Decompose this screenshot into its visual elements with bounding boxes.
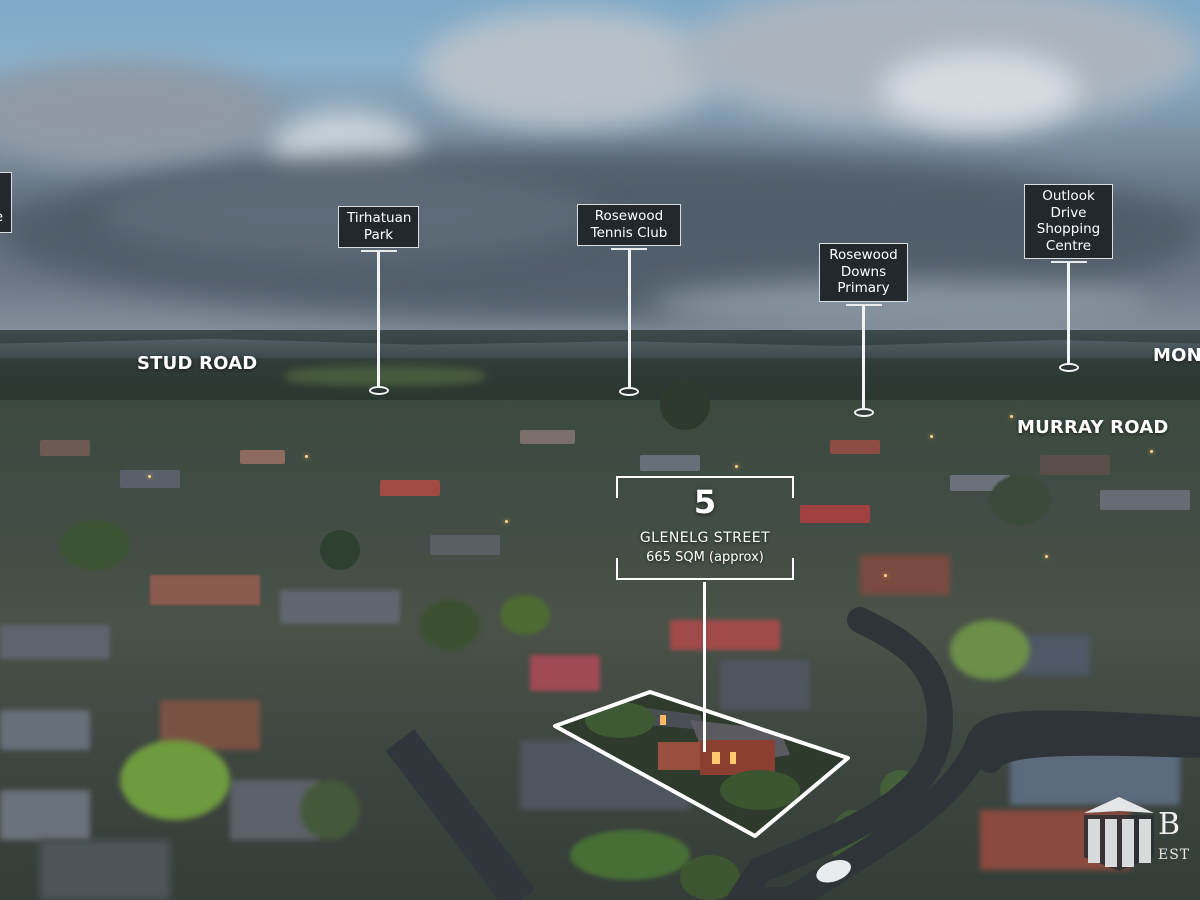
poi-marker-outlook-drive-shopping-centre: Outlook Drive Shopping Centre <box>1024 184 1113 372</box>
poi-label-box: Rosewood Tennis Club <box>577 204 681 246</box>
road-label-partial: MON <box>1153 345 1200 366</box>
columns-building-icon <box>1084 797 1154 871</box>
poi-crossbar <box>1050 261 1087 263</box>
poi-label-box: Outlook Drive Shopping Centre <box>1024 184 1113 259</box>
poi-marker-partial: e <box>0 172 12 233</box>
poi-label-line: Shopping <box>1036 221 1101 237</box>
open-field <box>285 366 485 386</box>
poi-label-line: Tennis Club <box>590 224 668 241</box>
road-label-murray-road: MURRAY ROAD <box>1017 417 1169 438</box>
poi-crossbar <box>611 248 647 250</box>
poi-crossbar <box>360 250 397 252</box>
road-label-stud-road: STUD ROAD <box>137 353 258 374</box>
cloud <box>0 60 280 170</box>
land-area: 665 SQM (approx) <box>646 550 764 565</box>
poi-label-line: Rosewood <box>829 247 898 263</box>
poi-label-line: Downs <box>840 263 887 280</box>
poi-label-line: Drive <box>1050 204 1087 221</box>
poi-label-line: Rosewood <box>594 208 664 224</box>
poi-pin-stem <box>1067 263 1070 365</box>
location-pin-ring-icon <box>619 387 639 396</box>
poi-label-text: e <box>0 209 3 225</box>
poi-label-line: Primary <box>837 280 890 296</box>
location-pin-ring-icon <box>1058 363 1079 372</box>
poi-pin-stem <box>377 252 380 388</box>
poi-crossbar <box>845 303 882 306</box>
poi-marker-rosewood-downs-primary: Rosewood Downs Primary <box>819 243 908 417</box>
logo-subtext: EST <box>1158 847 1191 863</box>
cloud <box>880 50 1080 130</box>
callout-pointer-line <box>703 582 706 752</box>
street-name: GLENELG STREET <box>639 530 771 546</box>
callout-frame-bottom <box>616 558 794 580</box>
suburb-area <box>0 380 1200 900</box>
cloud <box>420 10 720 130</box>
poi-label-box: Tirhatuan Park <box>338 206 419 248</box>
property-address-callout: 5 GLENELG STREET 665 SQM (approx) <box>616 476 794 580</box>
poi-label-line: Tirhatuan <box>347 210 412 226</box>
poi-pin-stem <box>862 305 865 410</box>
poi-marker-rosewood-tennis-club: Rosewood Tennis Club <box>577 204 681 396</box>
agency-logo: B EST <box>1082 795 1200 875</box>
location-pin-ring-icon <box>853 407 874 417</box>
street-number: 5 <box>693 483 717 521</box>
poi-label-box: Rosewood Downs Primary <box>819 243 908 302</box>
poi-pin-stem <box>627 250 631 389</box>
poi-marker-tirhatuan-park: Tirhatuan Park <box>338 206 419 395</box>
poi-label-line: Outlook <box>1042 188 1095 204</box>
poi-label-partial: e <box>0 172 12 233</box>
callout-frame-top <box>616 476 794 498</box>
location-pin-ring-icon <box>368 386 389 395</box>
logo-letter: B <box>1158 807 1181 842</box>
poi-label-line: Centre <box>1045 237 1092 254</box>
poi-label-line: Park <box>363 226 394 243</box>
